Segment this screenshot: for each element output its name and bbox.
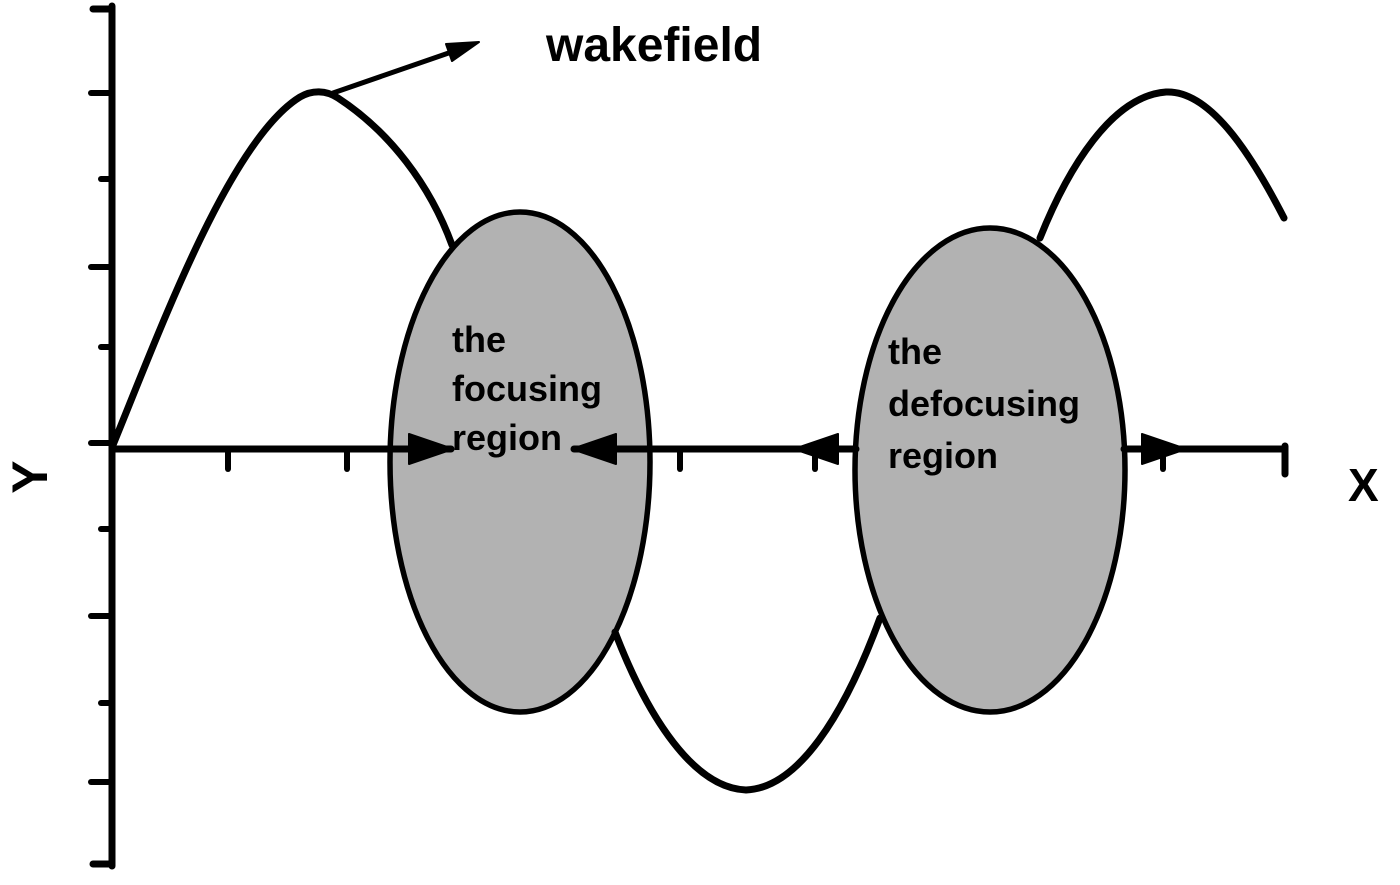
y-axis-minor-ticks	[98, 176, 115, 706]
defocusing-region-label-line-3: region	[888, 435, 998, 476]
wakefield-annotation-arrowhead	[445, 41, 480, 62]
defocusing-region-ellipse	[852, 225, 1128, 715]
focusing-region-label-line-1: the	[452, 319, 506, 360]
wakefield-curve-trough	[611, 614, 884, 794]
defocusing-outward-arrowhead-right	[1141, 433, 1187, 465]
wakefield-curve-crest-1	[109, 88, 456, 449]
defocusing-outward-arrowhead-left	[793, 433, 839, 465]
diagram-labels: wakefield X Y the focusing region the de…	[2, 19, 1379, 511]
focusing-region-label-line-3: region	[452, 417, 562, 458]
diagram-ink	[88, 2, 1289, 870]
defocusing-region-label-line-1: the	[888, 331, 942, 372]
focusing-region-label: the focusing region	[452, 319, 612, 458]
focusing-inward-arrowhead-right	[571, 433, 617, 465]
focusing-inward-arrowhead-left	[408, 433, 454, 465]
y-axis-label: Y	[2, 460, 58, 493]
x-axis-ticks	[225, 448, 1166, 472]
wakefield-curve-crest-2	[1036, 88, 1288, 242]
focusing-region-label-line-2: focusing	[452, 368, 602, 409]
wakefield-label: wakefield	[545, 19, 762, 72]
defocusing-region-label: the defocusing region	[888, 331, 1090, 476]
arrowheads	[408, 41, 1187, 465]
focusing-region-ellipse	[387, 209, 653, 715]
defocusing-region-label-line-2: defocusing	[888, 383, 1080, 424]
x-axis-label: X	[1348, 459, 1379, 511]
wakefield-annotation-line	[330, 44, 469, 96]
y-axis-major-ticks	[88, 90, 115, 785]
